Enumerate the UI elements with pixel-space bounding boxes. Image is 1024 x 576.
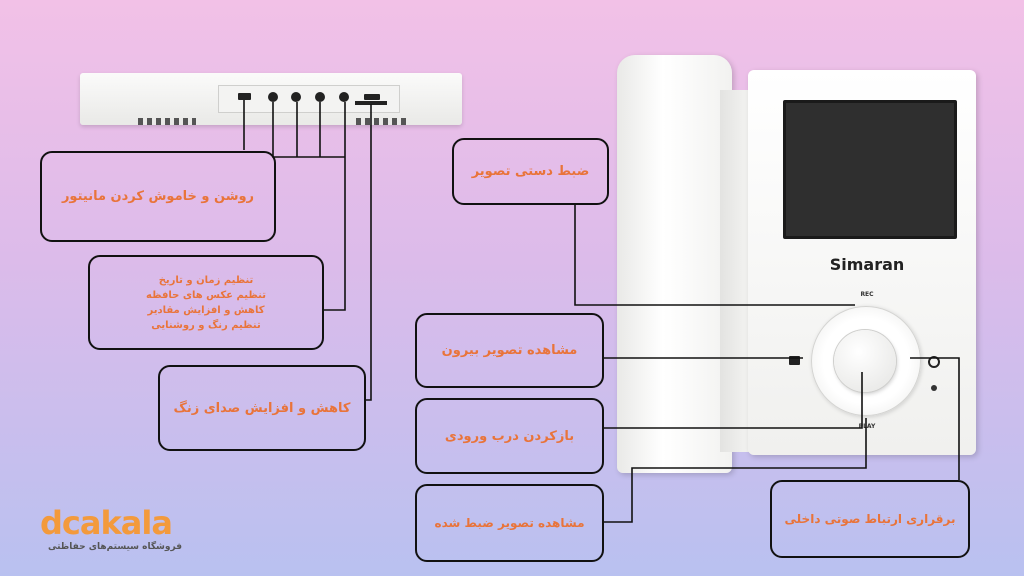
- volume-knob-bar: [355, 101, 387, 105]
- logo: dcakala فروشگاه سیستم‌های حفاظتی: [40, 504, 210, 564]
- indicator-led: [931, 385, 937, 391]
- callout-settings-line-4: تنظیم رنگ و روشنایی: [151, 319, 261, 331]
- logo-wordmark: dcakala: [40, 504, 173, 542]
- settings-button-4[interactable]: [339, 92, 349, 102]
- settings-button-3[interactable]: [315, 92, 325, 102]
- rec-label: REC: [860, 291, 874, 298]
- callout-intercom-text: برقراری ارتباط صوتی داخلی: [784, 512, 956, 526]
- door-open-button[interactable]: [834, 330, 896, 392]
- callout-power: روشن و خاموش کردن مانیتور: [40, 151, 276, 242]
- brand-label: Simaran: [829, 255, 905, 274]
- callout-open-door-text: بازکردن درب ورودی: [444, 428, 575, 444]
- camera-icon[interactable]: [789, 356, 800, 365]
- callout-manual-record: ضبط دستی تصویر: [452, 138, 609, 205]
- callout-settings-line-3: کاهش و افزایش مقادیر: [147, 304, 265, 316]
- callout-ring-volume: کاهش و افزایش صدای زنگ: [158, 365, 366, 451]
- power-switch[interactable]: [238, 93, 251, 100]
- logo-tagline: فروشگاه سیستم‌های حفاظتی: [47, 542, 182, 552]
- handset: [617, 55, 732, 473]
- callout-power-text: روشن و خاموش کردن مانیتور: [61, 189, 255, 204]
- monitor-screen: [783, 100, 957, 239]
- line-intercom: [910, 357, 960, 480]
- callout-intercom: برقراری ارتباط صوتی داخلی: [770, 480, 970, 558]
- line-manual-record: [574, 205, 855, 306]
- line-volume: [366, 104, 372, 401]
- settings-button-1[interactable]: [268, 92, 278, 102]
- callout-open-door: بازکردن درب ورودی: [415, 398, 604, 474]
- callout-settings: تنظیم زمان و تاریخ تنظیم عکس های حافظه ک…: [88, 255, 324, 350]
- intercom-jack[interactable]: [928, 356, 940, 368]
- callout-view-recorded: مشاهده تصویر ضبط شده: [415, 484, 604, 562]
- settings-button-2[interactable]: [291, 92, 301, 102]
- vent-slots-right: [356, 118, 406, 125]
- callout-view-outside-text: مشاهده تصویر بیرون: [441, 343, 578, 358]
- line-open-door: [604, 372, 863, 429]
- play-label: PLAY: [858, 423, 876, 430]
- vent-slots-left: [138, 118, 196, 125]
- callout-settings-line-2: تنظیم عکس های حافظه: [146, 289, 266, 301]
- volume-slider[interactable]: [364, 94, 380, 100]
- callout-view-recorded-text: مشاهده تصویر ضبط شده: [434, 516, 585, 530]
- callout-manual-record-text: ضبط دستی تصویر: [471, 164, 590, 179]
- callout-view-outside: مشاهده تصویر بیرون: [415, 313, 604, 388]
- line-view-recorded: [604, 418, 867, 523]
- callout-ring-volume-text: کاهش و افزایش صدای زنگ: [173, 400, 351, 416]
- callout-settings-line-1: تنظیم زمان و تاریخ: [158, 274, 254, 286]
- line-settings: [272, 102, 346, 311]
